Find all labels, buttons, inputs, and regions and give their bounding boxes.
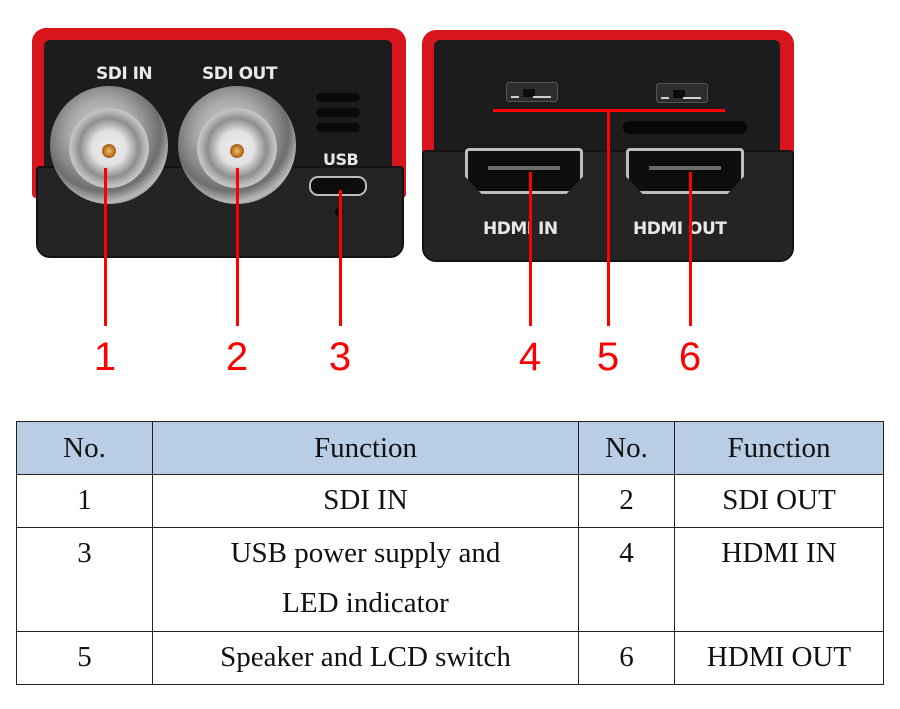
callout-number-1: 1 <box>93 335 117 379</box>
table-row: 1 SDI IN 2 SDI OUT <box>16 474 884 528</box>
header-no: No. <box>578 421 675 475</box>
speaker-switch[interactable] <box>506 82 558 102</box>
sdi-usb-panel: SDI IN SDI OUT USB <box>32 28 412 260</box>
callout-number-4: 4 <box>518 335 542 379</box>
callout-number-5: 5 <box>596 335 620 379</box>
cell-function-line: USB power supply and <box>230 537 501 569</box>
callout-number-6: 6 <box>678 335 702 379</box>
callout-number-2: 2 <box>225 335 249 379</box>
cell-no: 3 <box>16 527 153 632</box>
cell-function: SDI IN <box>152 474 579 528</box>
table-row: 3 USB power supply and LED indicator 4 H… <box>16 527 884 632</box>
function-table: No. Function No. Function 1 SDI IN 2 SDI… <box>16 421 884 685</box>
sdi-in-connector <box>50 86 168 204</box>
cell-no: 5 <box>16 631 153 685</box>
callout-line-4 <box>529 172 532 326</box>
header-function: Function <box>674 421 884 475</box>
header-function: Function <box>152 421 579 475</box>
usb-port <box>309 176 367 196</box>
callout-line-2 <box>236 168 239 326</box>
speaker-vent <box>316 108 360 117</box>
lcd-slot <box>623 121 747 134</box>
cell-function-line: LED indicator <box>282 587 449 619</box>
table-header-row: No. Function No. Function <box>16 421 884 475</box>
callout-line-3 <box>339 190 342 326</box>
callout-line-6 <box>689 172 692 326</box>
cell-function: SDI OUT <box>674 474 884 528</box>
cell-no: 4 <box>578 527 675 632</box>
cell-function: USB power supply and LED indicator <box>152 527 579 632</box>
speaker-vent <box>316 93 360 102</box>
cell-function: HDMI IN <box>674 527 884 632</box>
cell-no: 2 <box>578 474 675 528</box>
callout-line-1 <box>104 168 107 326</box>
hdmi-in-label: HDMI IN <box>483 219 558 239</box>
table-row: 5 Speaker and LCD switch 6 HDMI OUT <box>16 631 884 685</box>
hdmi-out-port <box>626 148 744 194</box>
cell-function: Speaker and LCD switch <box>152 631 579 685</box>
cell-no: 1 <box>16 474 153 528</box>
sdi-out-label: SDI OUT <box>202 64 277 84</box>
hdmi-out-label: HDMI OUT <box>633 219 727 239</box>
cell-function: HDMI OUT <box>674 631 884 685</box>
hdmi-panel: HDMI IN HDMI OUT <box>420 30 800 262</box>
cell-no: 6 <box>578 631 675 685</box>
header-no: No. <box>16 421 153 475</box>
callout-line-5 <box>607 110 610 326</box>
hdmi-in-port <box>465 148 583 194</box>
speaker-vent <box>316 123 360 132</box>
sdi-in-label: SDI IN <box>96 64 153 84</box>
usb-label: USB <box>323 150 359 169</box>
lcd-switch[interactable] <box>656 83 708 103</box>
callout-number-3: 3 <box>328 335 352 379</box>
